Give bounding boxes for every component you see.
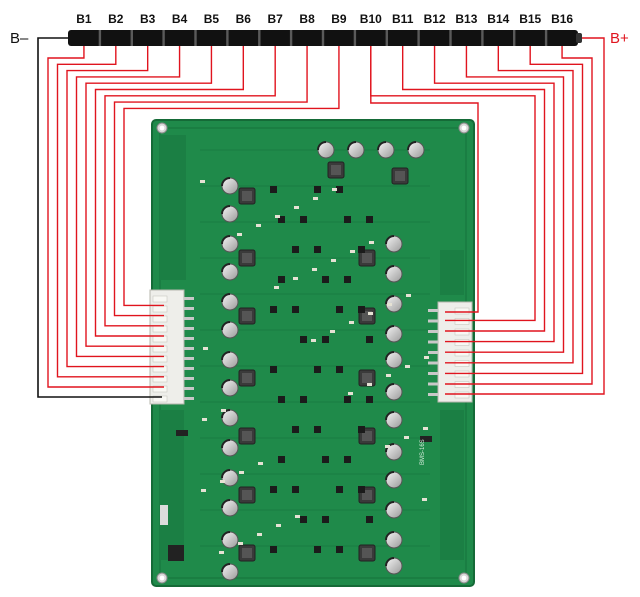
cell-separator [226, 30, 229, 46]
connector-pin [454, 318, 470, 325]
pin-lead [428, 361, 438, 365]
cell-label-b10: B10 [360, 12, 382, 26]
positive-wire [445, 37, 605, 395]
cell-separator [258, 30, 261, 46]
balance-wire-b10 [370, 46, 479, 313]
cell-separator [544, 30, 548, 46]
negative-wire [37, 37, 162, 398]
pin-lead [428, 330, 438, 333]
cell-label-b1: B1 [76, 12, 92, 26]
cell-separator [194, 30, 197, 46]
negative-terminal-label: B– [10, 30, 29, 47]
cell-separator [98, 30, 102, 46]
pin-lead [184, 337, 194, 340]
balance-wire-b9 [123, 46, 340, 307]
cell-separator [321, 30, 325, 46]
balance-wire-b4 [75, 46, 181, 358]
cell-separator [130, 30, 133, 46]
balance-wire-b14 [445, 46, 574, 364]
balance-wire-b15 [445, 46, 584, 375]
pin-lead [428, 382, 438, 386]
silkscreen-text: BMS-16S [420, 439, 426, 465]
battery-pack [68, 30, 582, 46]
cell-separator [449, 30, 452, 46]
pin-lead [184, 387, 194, 390]
pin-lead [184, 397, 194, 400]
balance-wire-b7 [104, 46, 276, 327]
cell-separator [417, 30, 420, 46]
cell-separator [162, 30, 165, 46]
connector-pin [152, 315, 168, 323]
cell-label-b3: B3 [140, 12, 156, 26]
balance-wire-b12 [433, 46, 555, 343]
cell-label-b13: B13 [455, 12, 477, 26]
connector-pin [454, 391, 470, 399]
connector-pin [454, 328, 470, 336]
pin-lead [184, 347, 194, 350]
balance-wire-b3 [66, 46, 164, 368]
cell-label-b2: B2 [108, 12, 124, 26]
cell-label-b11: B11 [392, 12, 414, 26]
pin-lead [184, 307, 194, 310]
cell-separator [481, 30, 484, 46]
pin-lead [184, 327, 194, 330]
connector-pin [454, 339, 470, 346]
cell-label-b7: B7 [268, 12, 284, 26]
pcb-board: BMS-16S [151, 119, 475, 587]
pin-lead [428, 319, 438, 323]
cell-label-b8: B8 [299, 12, 315, 26]
connector-pin [454, 307, 470, 315]
cell-label-b6: B6 [236, 12, 252, 26]
connector-pin [152, 305, 168, 313]
balance-wire-b1 [47, 46, 164, 388]
cell-label-b15: B15 [519, 12, 541, 26]
connector-pin [152, 385, 168, 393]
balance-wire-b5 [85, 46, 213, 347]
ic-chips [160, 180, 432, 561]
pin-lead [184, 367, 194, 370]
cell-label-b9: B9 [331, 12, 347, 26]
cell-label-b5: B5 [204, 12, 220, 26]
connector-pin [454, 349, 470, 357]
connector-pin [152, 395, 168, 403]
pin-lead [428, 351, 438, 354]
cell-separator [289, 30, 293, 46]
cell-labels: B1 B2 B3 B4 B5 B6 B7 B8 B9 B10 B11 B12 B13 B14 B15 B16 [76, 12, 573, 26]
capacitors [221, 141, 425, 581]
pin-lead [184, 297, 194, 300]
positive-terminal-label: B+ [610, 30, 629, 47]
battery-terminal-cap [576, 33, 582, 43]
cell-label-b16: B16 [551, 12, 573, 26]
connector-pin [152, 325, 168, 333]
pin-lead [428, 372, 438, 375]
balance-wire-b2 [56, 46, 164, 378]
cell-label-b12: B12 [424, 12, 446, 26]
balance-wire-b16 [445, 46, 593, 385]
cell-separator [513, 30, 516, 46]
pin-lead [428, 393, 438, 396]
balance-wire-b6 [94, 46, 245, 337]
cell-separator [385, 30, 388, 46]
pin-lead [428, 309, 438, 312]
connector-pin [152, 375, 168, 383]
pin-lead [184, 377, 194, 380]
balance-wire-b13 [445, 46, 565, 353]
pin-lead [184, 357, 194, 360]
pin-lead [184, 317, 194, 320]
balance-wires [47, 37, 605, 395]
mounting-holes [156, 122, 470, 584]
balance-wire-b8 [113, 46, 308, 317]
balance-wire-b11 [401, 46, 546, 332]
connector-pin [152, 295, 168, 303]
cell-label-b4: B4 [172, 12, 188, 26]
pin-lead [428, 340, 438, 344]
cell-separator [353, 30, 357, 46]
cell-label-b14: B14 [487, 12, 509, 26]
connector-pin [152, 335, 168, 343]
